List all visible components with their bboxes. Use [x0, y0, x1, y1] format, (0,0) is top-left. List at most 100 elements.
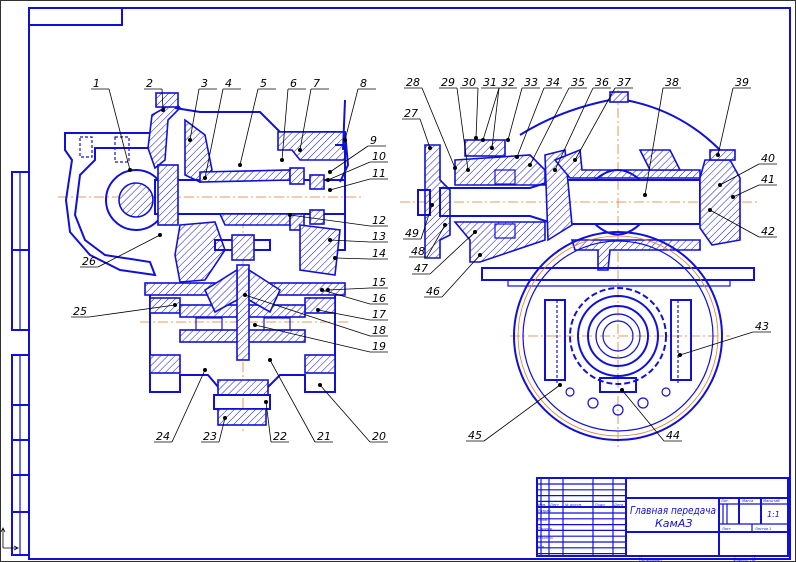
part-label-23: 23	[201, 416, 227, 443]
row-header-label: Изм.	[538, 503, 546, 507]
part-label-8: 8	[343, 77, 376, 142]
leader-dot	[443, 223, 447, 227]
leader-dot	[343, 138, 347, 142]
leader-dot	[430, 203, 434, 207]
part-label-21: 21	[268, 358, 333, 443]
part-label-49: 49	[403, 203, 434, 240]
row-header-label: Подп.	[595, 503, 606, 507]
part-label-30: 30	[460, 76, 479, 140]
part-label-48: 48	[409, 223, 447, 258]
leader-dot	[708, 208, 712, 212]
leader-line	[344, 88, 359, 141]
row-header-label: № докум.	[564, 503, 582, 507]
leader-line	[719, 163, 760, 186]
leader-line	[507, 87, 523, 141]
part-label-43: 43	[678, 320, 771, 357]
part-number: 27	[404, 107, 418, 120]
part-number: 46	[426, 285, 440, 298]
leader-dot	[128, 168, 132, 172]
part-label-27: 27	[402, 107, 432, 150]
part-label-35: 35	[528, 76, 587, 167]
part-number: 49	[405, 227, 419, 240]
part-label-5: 5	[238, 77, 276, 167]
leader-line	[329, 145, 369, 173]
part-number: 45	[468, 429, 482, 442]
role-label: Пров.	[538, 518, 548, 522]
leader-dot	[553, 168, 557, 172]
lit-label: Лит.	[720, 499, 729, 503]
leader-dot	[643, 193, 647, 197]
leader-dot	[328, 238, 332, 242]
part-number: 36	[595, 76, 609, 89]
part-label-40: 40	[718, 152, 777, 187]
part-number: 38	[665, 76, 679, 89]
part-number: 14	[372, 247, 386, 260]
leader-dot	[326, 288, 330, 292]
part-number: 42	[761, 225, 775, 238]
role-label: Н.контр.	[538, 536, 554, 540]
part-number: 25	[73, 305, 87, 318]
row-header-label: Дата	[613, 503, 623, 507]
leader-line	[516, 87, 545, 158]
part-number: 18	[372, 324, 386, 337]
leader-line	[441, 254, 481, 298]
leader-line	[265, 401, 272, 443]
part-label-15: 15	[326, 276, 388, 292]
part-number: 17	[372, 308, 386, 321]
leader-line	[554, 87, 594, 171]
part-label-7: 7	[298, 77, 329, 152]
leader-line	[420, 204, 433, 240]
leader-line	[574, 87, 616, 161]
part-label-17: 17	[316, 308, 388, 321]
leader-line	[644, 87, 664, 196]
leader-dot	[158, 233, 162, 237]
part-label-1: 1	[91, 77, 132, 172]
leader-line	[218, 417, 226, 443]
left-section-view	[58, 92, 362, 432]
row-header-label: Лист	[549, 503, 560, 507]
leader-line	[426, 224, 446, 258]
leader-dot	[173, 303, 177, 307]
part-number: 43	[755, 320, 769, 333]
part-label-9: 9	[328, 134, 386, 174]
leader-line	[317, 309, 371, 321]
leader-dot	[678, 353, 682, 357]
format-label: Формат A2	[733, 557, 756, 562]
leader-line	[621, 389, 665, 442]
leader-line	[171, 369, 206, 443]
leader-dot	[473, 230, 477, 234]
part-label-32: 32	[490, 76, 517, 150]
part-number: 41	[761, 173, 775, 186]
leader-dot	[320, 288, 324, 292]
sheet-label: Лист	[721, 527, 732, 531]
leader-line	[475, 87, 479, 139]
leader-line	[679, 331, 754, 356]
part-label-38: 38	[643, 76, 681, 197]
leader-dot	[288, 213, 292, 217]
leader-dot	[718, 183, 722, 187]
part-label-33: 33	[506, 76, 540, 142]
part-label-2: 2	[144, 77, 165, 112]
leader-dot	[490, 146, 494, 150]
leader-line	[319, 384, 371, 443]
part-number: 8	[360, 77, 367, 90]
leader-dot	[573, 158, 577, 162]
leader-line	[299, 88, 312, 151]
leader-line	[329, 178, 371, 191]
part-number: 21	[317, 430, 331, 443]
role-label: Утв.	[538, 545, 545, 549]
part-number: 19	[372, 340, 386, 353]
leader-dot	[161, 108, 165, 112]
part-number: 1	[93, 77, 100, 90]
leader-dot	[466, 168, 470, 172]
part-label-45: 45	[466, 383, 562, 442]
leader-line	[269, 359, 316, 443]
leader-dot	[243, 293, 247, 297]
leader-dot	[328, 188, 332, 192]
leader-line	[482, 87, 500, 141]
role-label: Разраб.	[538, 509, 552, 513]
leader-dot	[238, 163, 242, 167]
part-label-42: 42	[708, 208, 777, 238]
scale-label: Масштаб	[763, 499, 780, 503]
